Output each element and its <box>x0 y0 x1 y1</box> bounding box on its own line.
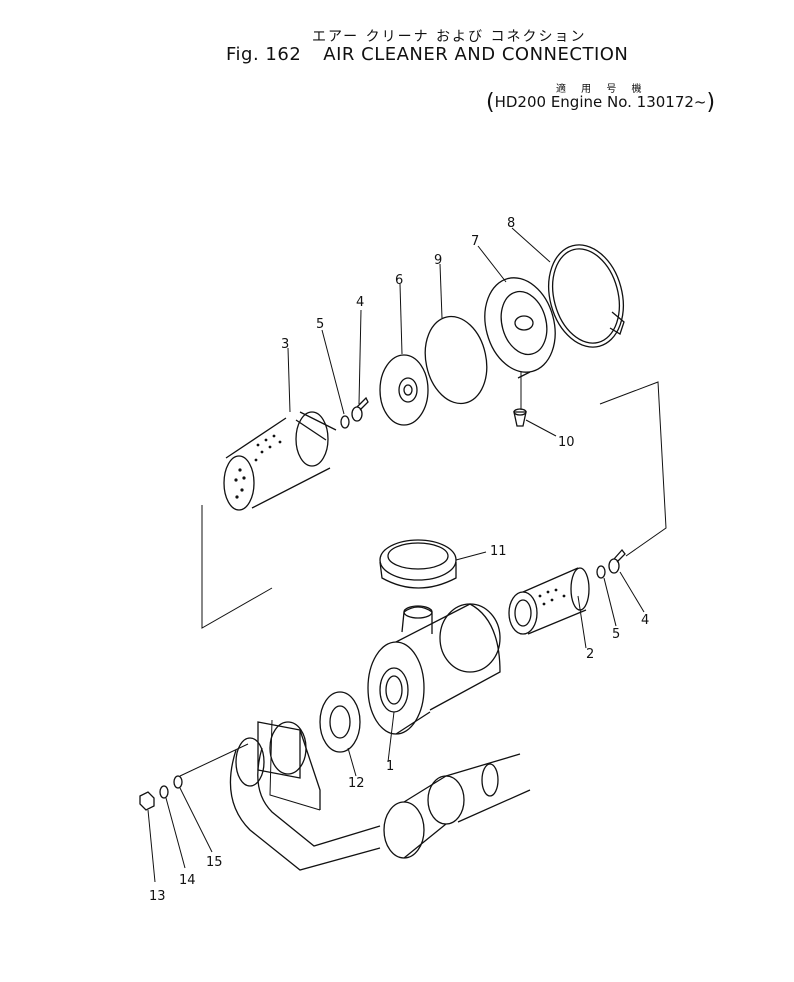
part-washer-upper <box>340 415 350 429</box>
part-lock-washer <box>159 785 169 799</box>
figure-number: Fig. 162 <box>226 44 302 65</box>
part-cleaner-body <box>367 603 501 735</box>
part-cover-plate <box>379 354 429 426</box>
title-japanese: エアー クリーナ および コネクション <box>312 29 587 45</box>
part-outer-element <box>223 411 337 511</box>
figure-title-text: AIR CLEANER AND CONNECTION <box>323 44 629 65</box>
part-wing-nut-upper <box>351 396 369 422</box>
part-dust-cover <box>484 277 556 379</box>
applicability-japanese: 適 用 号 機 <box>556 84 648 95</box>
paren-close: ) <box>706 90 716 115</box>
paren-open: ( <box>486 90 495 115</box>
part-safety-cap <box>379 539 457 589</box>
assembly-guide-lines <box>179 381 667 811</box>
callout-13: 13 <box>149 889 166 904</box>
part-evacuator-valve <box>513 408 527 427</box>
applicability-note: (HD200 Engine No. 130172~) <box>486 90 715 115</box>
part-o-ring <box>424 315 488 405</box>
callout-12: 12 <box>348 776 365 791</box>
part-washer-lower <box>596 565 606 579</box>
part-clamp-band <box>548 244 625 348</box>
part-hose <box>383 753 531 859</box>
callout-9: 9 <box>434 253 442 268</box>
callout-3: 3 <box>281 337 289 352</box>
callout-1: 1 <box>386 759 394 774</box>
part-nut <box>139 791 155 811</box>
callout-6: 6 <box>395 273 403 288</box>
callout-14: 14 <box>179 873 196 888</box>
callout-11: 11 <box>490 544 507 559</box>
callout-10: 10 <box>558 435 575 450</box>
callout-4: 4 <box>356 295 364 310</box>
callout-5: 5 <box>316 317 324 332</box>
callout-5-lower: 5 <box>612 627 620 642</box>
figure-title: Fig. 162 AIR CLEANER AND CONNECTION <box>226 44 628 65</box>
part-gasket <box>319 691 361 753</box>
leader-lines <box>147 227 645 883</box>
part-inner-element <box>508 567 590 635</box>
applicability-text: HD200 Engine No. 130172~ <box>494 93 707 111</box>
callout-2: 2 <box>586 647 594 662</box>
part-connection-pipe <box>229 721 381 871</box>
callout-4-lower: 4 <box>641 613 649 628</box>
part-wing-nut-lower <box>608 548 626 574</box>
callout-15: 15 <box>206 855 223 870</box>
part-plain-washer <box>173 775 183 789</box>
callout-8: 8 <box>507 216 515 231</box>
callout-labels: 1 2 3 4 5 6 7 8 9 10 11 12 13 14 15 4 5 <box>149 216 649 904</box>
callout-7: 7 <box>471 234 479 249</box>
